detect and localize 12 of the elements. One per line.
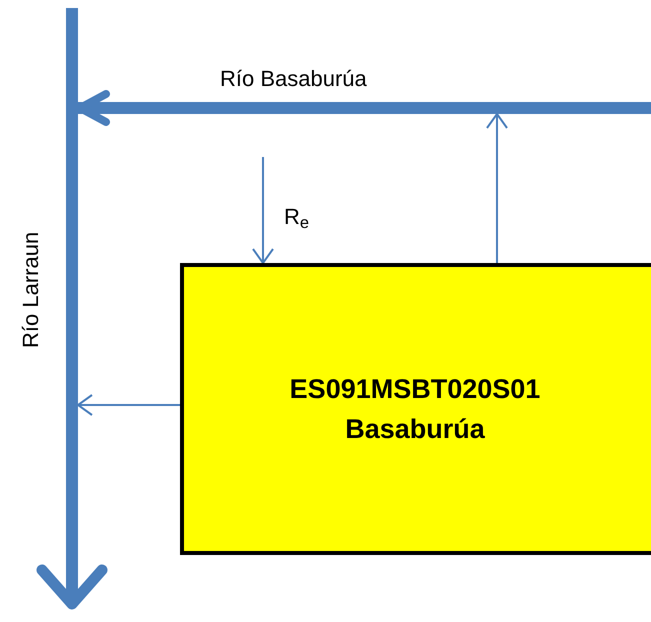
aquifer-label: Basaburúa — [345, 413, 485, 446]
flow-arrow — [77, 394, 180, 416]
river-confluence-arrow — [76, 90, 114, 126]
aquifer-box — [180, 263, 651, 555]
flow-arrow — [252, 157, 274, 264]
flow-arrow — [486, 113, 508, 263]
river-bar — [66, 8, 78, 598]
edge-label: R$_{e}$ — [284, 203, 310, 233]
river-label: Río Basaburúa — [220, 65, 367, 93]
aquifer-label: ES091MSBT020S01 — [290, 373, 540, 406]
river-bar — [114, 102, 651, 114]
river-label: Río Larraun — [17, 230, 44, 350]
